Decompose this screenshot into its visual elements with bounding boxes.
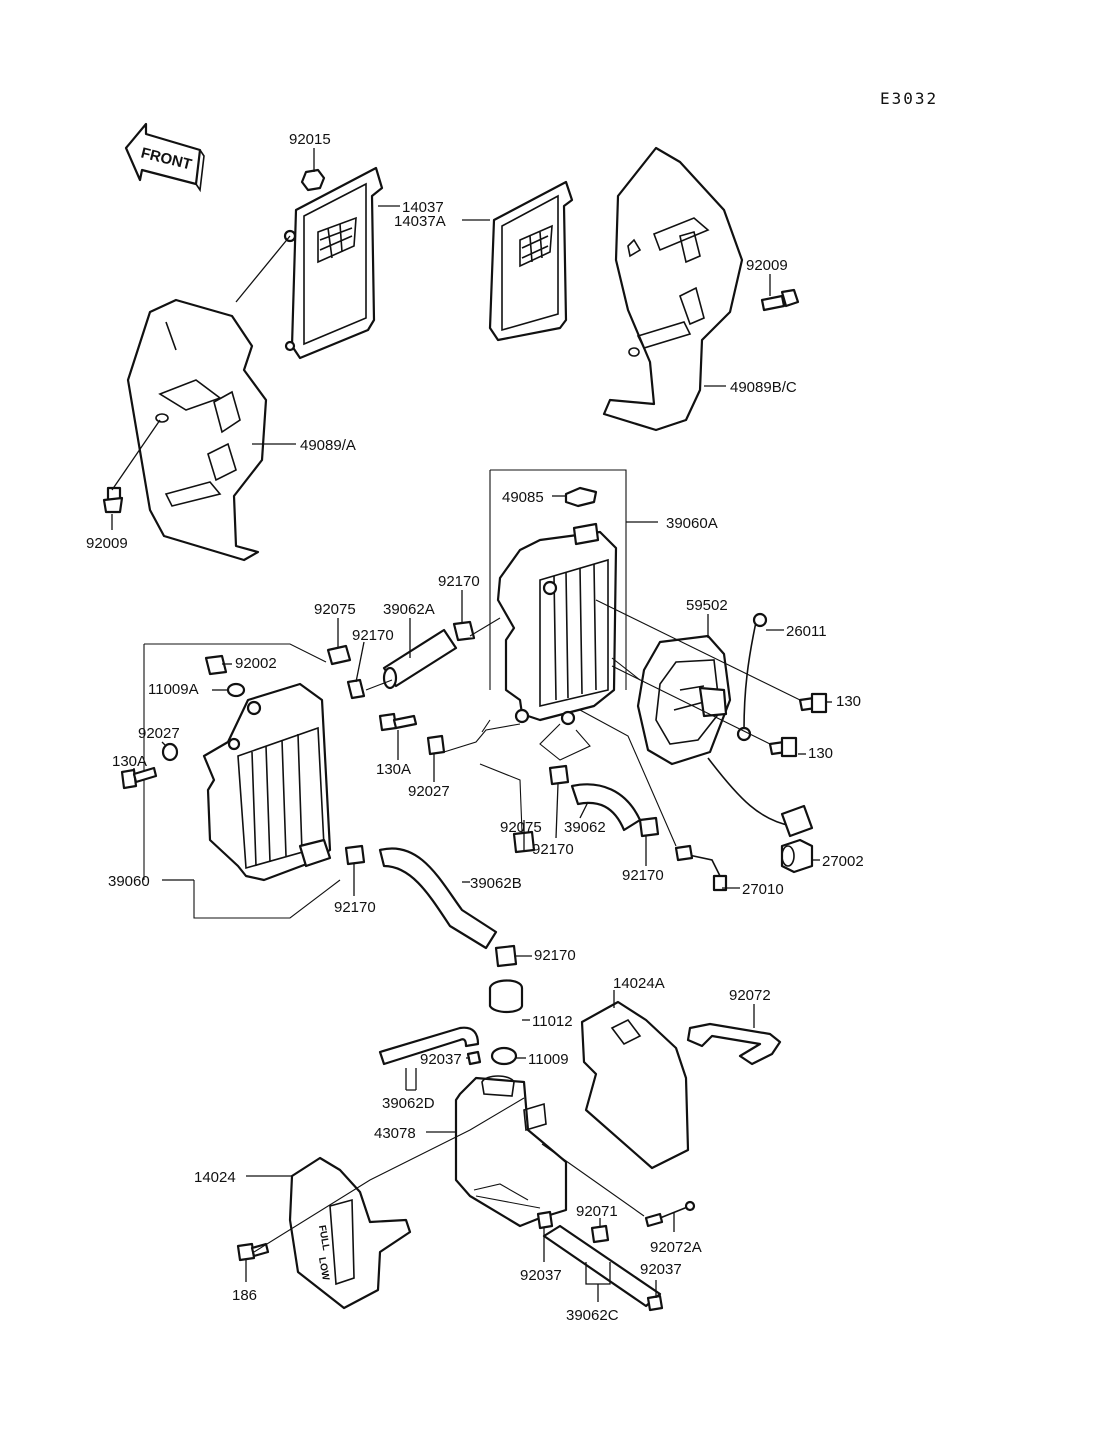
label-39062: 39062: [564, 819, 606, 836]
bolt-92009-right: [760, 288, 800, 312]
bracket-92072: [686, 1022, 782, 1066]
clip-92037-right: [646, 1294, 664, 1312]
label-49089A: 49089/A: [300, 437, 356, 454]
reservoir-tank: [454, 1075, 568, 1228]
grommet-92075-upper: [326, 644, 352, 666]
label-39062C: 39062C: [566, 1307, 619, 1324]
switch-27002: [780, 838, 814, 874]
label-92071: 92071: [576, 1203, 618, 1220]
clamp-92170-e: [344, 844, 366, 866]
label-11009A: 11009A: [148, 681, 199, 698]
bolt-130A-mid: [378, 712, 418, 732]
label-92002: 92002: [235, 655, 277, 672]
reservoir-cap-11012: [488, 979, 524, 1014]
label-49085: 49085: [502, 489, 544, 506]
label-39060: 39060: [108, 873, 150, 890]
gasket-11009: [490, 1046, 518, 1066]
label-92037-right: 92037: [640, 1261, 682, 1278]
label-92015: 92015: [289, 131, 331, 148]
label-11009: 11009: [528, 1051, 569, 1068]
washer-92027-left: [161, 742, 179, 762]
hose-39062C: [542, 1224, 662, 1308]
part-labels: 92015 14037 14037A 92009 49089B/C 49089/…: [86, 131, 864, 1324]
bolt-130A-left: [120, 766, 158, 790]
label-49089BC: 49089B/C: [730, 379, 797, 396]
clamp-92170-d: [638, 816, 660, 838]
label-14037A: 14037A: [394, 213, 446, 230]
hose-39062A: [382, 628, 458, 690]
radiator-grill-right: [488, 180, 574, 342]
washer-92027-mid: [426, 734, 446, 756]
nut-92015: [300, 168, 326, 192]
label-92037-top: 92037: [420, 1051, 462, 1068]
hose-39062B: [378, 847, 498, 950]
clip-92071: [590, 1224, 610, 1244]
front-arrow-icon: FRONT: [124, 122, 205, 193]
label-59502: 59502: [686, 597, 728, 614]
label-130A-mid: 130A: [376, 761, 411, 778]
svg-text:FULL: FULL: [316, 1224, 331, 1251]
leader-lines: [111, 148, 832, 1302]
label-130A-left: 130A: [112, 753, 147, 770]
radiator-shroud-right: [602, 146, 744, 432]
label-92027-left: 92027: [138, 725, 180, 742]
label-92170-a: 92170: [438, 573, 480, 590]
bolt-130-upper: [798, 692, 828, 714]
label-92075-lower: 92075: [500, 819, 542, 836]
label-92009-right: 92009: [746, 257, 788, 274]
label-92009-left: 92009: [86, 535, 128, 552]
bolt-92072A: [644, 1200, 696, 1228]
label-39062B: 39062B: [470, 875, 522, 892]
bolt-92009-left: [102, 486, 124, 514]
label-92170-c: 92170: [532, 841, 574, 858]
label-92072: 92072: [729, 987, 771, 1004]
cooling-fan: [636, 634, 814, 838]
label-14024A: 14024A: [613, 975, 665, 992]
label-130-lower: 130: [808, 745, 833, 762]
sensor-27010: [674, 844, 728, 892]
label-27002: 27002: [822, 853, 864, 870]
label-14037: 14037: [402, 199, 444, 216]
label-27010: 27010: [742, 881, 784, 898]
hose-39062D: [378, 1026, 480, 1066]
label-92075-upper: 92075: [314, 601, 356, 618]
label-14024: 14024: [194, 1169, 236, 1186]
radiator-grill-left: [283, 166, 384, 360]
label-11012: 11012: [532, 1013, 573, 1030]
label-92170-e: 92170: [334, 899, 376, 916]
washer-11009A: [226, 682, 246, 698]
radiator-right: [489, 469, 627, 726]
label-92072A: 92072A: [650, 1239, 702, 1256]
label-186: 186: [232, 1287, 257, 1304]
label-39062A: 39062A: [383, 601, 435, 618]
clamp-92170-c: [548, 764, 570, 786]
label-92037-left: 92037: [520, 1267, 562, 1284]
radiator-shroud-left: [126, 298, 268, 562]
label-130-upper: 130: [836, 693, 861, 710]
label-92027-mid: 92027: [408, 783, 450, 800]
clip-92037-top: [466, 1050, 482, 1066]
clamp-92170-b: [346, 678, 366, 700]
svg-text:LOW: LOW: [316, 1256, 331, 1281]
radiator-left: [143, 643, 341, 919]
label-92170-d: 92170: [622, 867, 664, 884]
label-39060A: 39060A: [666, 515, 718, 532]
bolt-186: [236, 1242, 270, 1262]
clip-92037-left: [536, 1210, 554, 1230]
label-92170-b: 92170: [352, 627, 394, 644]
clamp-92170-f: [494, 944, 518, 968]
diagram-code: E3032: [880, 89, 938, 108]
clamp-92170-a: [452, 620, 476, 642]
cover-14024A: [580, 1000, 690, 1170]
cover-14024: FULL LOW: [288, 1156, 412, 1310]
label-39062D: 39062D: [382, 1095, 435, 1112]
label-26011: 26011: [786, 623, 827, 640]
bolt-130-lower: [768, 736, 798, 758]
label-92170-f: 92170: [534, 947, 576, 964]
cap-92002: [204, 654, 228, 676]
label-43078: 43078: [374, 1125, 416, 1142]
